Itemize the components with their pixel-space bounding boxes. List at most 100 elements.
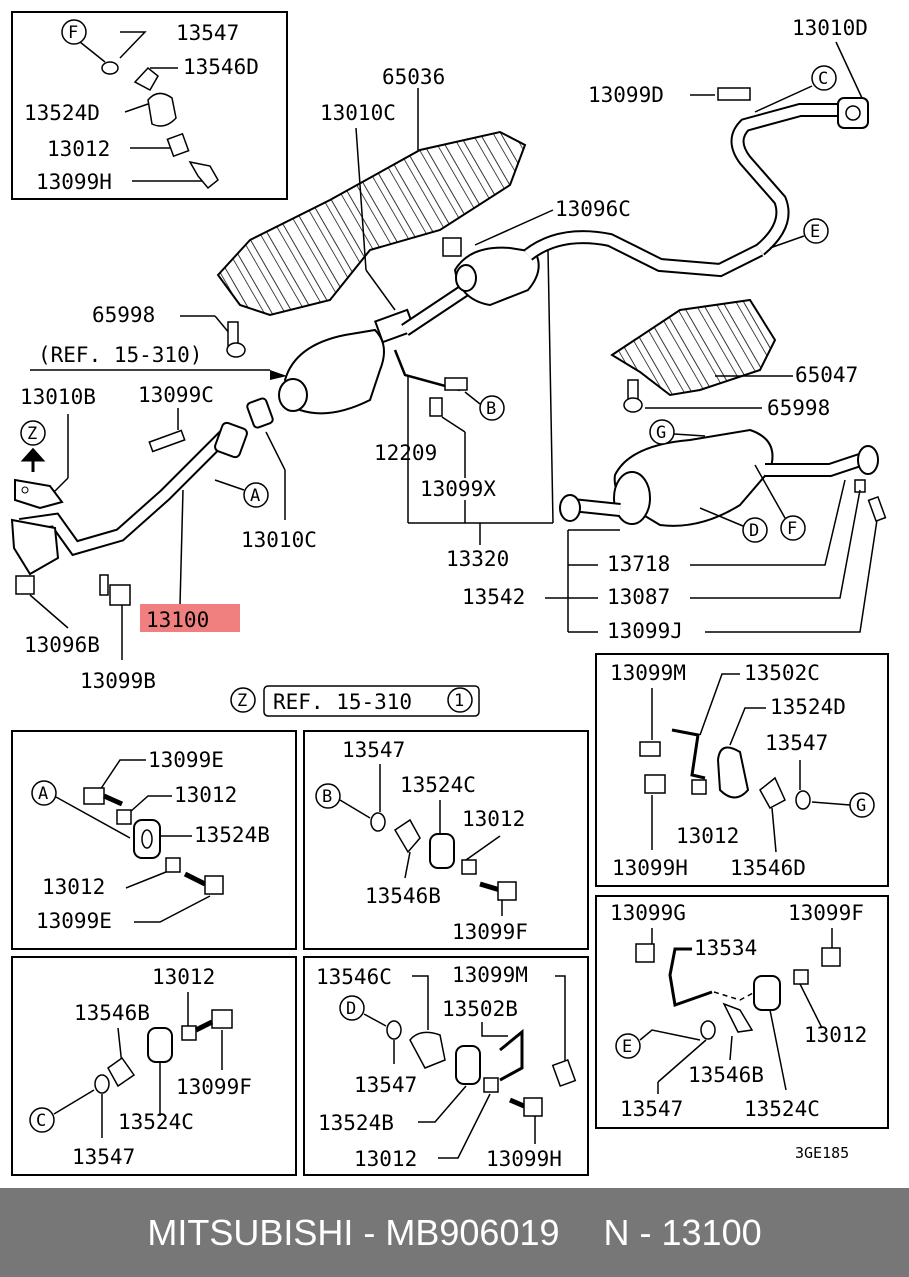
- part-label: 13524C: [400, 773, 476, 797]
- detail-box-b: 13547 B 13524C 13012 13546B 13099F: [303, 730, 589, 950]
- circle-label: G: [856, 796, 866, 816]
- part-label-highlighted: 13100: [146, 608, 209, 632]
- part-label: 13546B: [74, 1001, 150, 1025]
- circle-label: Z: [27, 424, 37, 444]
- part-label: 13096C: [555, 197, 631, 221]
- footer-bar: MITSUBISHI - MB906019 N - 13100: [0, 1188, 909, 1277]
- brand-name: MITSUBISHI: [147, 1211, 354, 1253]
- circle-label: C: [818, 69, 828, 89]
- part-label: 13547: [176, 21, 239, 45]
- part-label: 13099F: [788, 901, 864, 925]
- part-label: 13099E: [148, 748, 224, 772]
- part-label: 13010C: [320, 101, 396, 125]
- part-label: 13099H: [486, 1147, 562, 1171]
- detail-box-e: 13099G 13099F 13534 13012 13546B E 13547…: [595, 895, 889, 1129]
- group-number: N - 13100: [603, 1211, 762, 1253]
- part-label: 13099X: [420, 477, 496, 501]
- part-label: 13099M: [452, 963, 528, 987]
- part-label: 13099H: [36, 170, 112, 194]
- part-label: 13099H: [612, 856, 688, 880]
- part-label: 13542: [462, 585, 525, 609]
- part-label: 13546B: [688, 1063, 764, 1087]
- footer-separator: -: [363, 1211, 376, 1253]
- circle-label: C: [36, 1111, 46, 1131]
- part-label: 13099B: [80, 669, 156, 693]
- part-label: 65998: [92, 303, 155, 327]
- main-assembly: 65036 13010C 13010D C 13099D E 13096C: [10, 16, 887, 717]
- part-label: 13010B: [20, 385, 96, 409]
- circle-label: B: [486, 399, 496, 419]
- circle-label: G: [656, 423, 666, 443]
- part-label: 13096B: [24, 633, 100, 657]
- circle-label: E: [810, 222, 820, 242]
- part-label: 13099M: [610, 661, 686, 685]
- part-label: 13010C: [241, 528, 317, 552]
- part-label: 13546D: [730, 856, 806, 880]
- part-label: 13534: [694, 936, 757, 960]
- part-label: 13547: [354, 1073, 417, 1097]
- part-label: 13099D: [588, 83, 664, 107]
- part-label: 13012: [42, 875, 105, 899]
- circle-label: F: [787, 519, 797, 539]
- part-label: 13099E: [36, 909, 112, 933]
- part-label: 13547: [72, 1145, 135, 1169]
- part-label: 13546D: [183, 55, 259, 79]
- part-label: 65047: [795, 363, 858, 387]
- part-label: 13320: [446, 547, 509, 571]
- detail-box-g: 13099M 13502C 13524D 13547 G 13012 13099…: [595, 653, 889, 887]
- circle-label: A: [38, 784, 48, 804]
- detail-box-d: 13546C 13099M 13502B D 13547 13524B 1301…: [303, 956, 589, 1176]
- detail-box-a: A 13099E 13012 13524B 13012 13099E: [11, 730, 297, 950]
- part-label: 13099C: [138, 383, 214, 407]
- part-label: 13099F: [452, 920, 528, 944]
- part-label: 13012: [152, 965, 215, 989]
- circle-label: B: [322, 787, 332, 807]
- part-label: 13502B: [442, 997, 518, 1021]
- part-label: 13010D: [792, 16, 868, 40]
- part-label: 13099F: [176, 1075, 252, 1099]
- circle-label: D: [346, 999, 356, 1019]
- part-label: 13012: [676, 824, 739, 848]
- part-label: 13547: [765, 731, 828, 755]
- part-label: 13087: [607, 585, 670, 609]
- part-label: 12209: [374, 441, 437, 465]
- part-label: 13524B: [318, 1111, 394, 1135]
- exhaust-parts-diagram: F 13547 13546D 13524D 13012 13099H 65036…: [10, 11, 889, 1176]
- part-number: MB906019: [385, 1211, 560, 1253]
- part-label: 13012: [354, 1147, 417, 1171]
- resonator: [453, 246, 540, 307]
- ref-number: 1: [454, 691, 464, 711]
- part-label: 65998: [767, 396, 830, 420]
- part-label: 13547: [342, 738, 405, 762]
- detail-box-c: 13012 13546B 13099F 13524C C 13547: [11, 956, 297, 1176]
- part-label: 13502C: [744, 661, 820, 685]
- detail-box-f: F 13547 13546D 13524D 13012 13099H: [11, 11, 288, 200]
- heat-protector-65036: [216, 130, 527, 317]
- highlight-13100: [140, 604, 240, 632]
- part-label: 13524D: [24, 101, 100, 125]
- circle-label: A: [250, 486, 260, 506]
- ref-label: REF. 15-310: [273, 690, 412, 714]
- part-label: 13524D: [770, 695, 846, 719]
- ref-circle: Z: [237, 691, 247, 711]
- part-label: 13546B: [365, 884, 441, 908]
- part-label: 13012: [174, 783, 237, 807]
- circle-label: D: [749, 521, 759, 541]
- part-label: 65036: [382, 65, 445, 89]
- ref-label: (REF. 15-310): [38, 343, 202, 367]
- part-label: 13546C: [316, 965, 392, 989]
- heat-protector-65047: [610, 298, 777, 397]
- part-label: 13012: [47, 137, 110, 161]
- part-label: 13547: [620, 1097, 683, 1121]
- circle-label: E: [622, 1037, 632, 1057]
- part-label: 13524B: [194, 823, 270, 847]
- circle-label: F: [68, 23, 78, 43]
- part-label: 13718: [607, 552, 670, 576]
- part-label: 13524C: [744, 1097, 820, 1121]
- catalytic-converter: [283, 328, 385, 415]
- part-label: 13099J: [607, 619, 683, 643]
- part-label: 13012: [804, 1023, 867, 1047]
- diagram-code: 3GE185: [795, 1144, 849, 1162]
- part-label: 13012: [462, 807, 525, 831]
- part-label: 13524C: [118, 1110, 194, 1134]
